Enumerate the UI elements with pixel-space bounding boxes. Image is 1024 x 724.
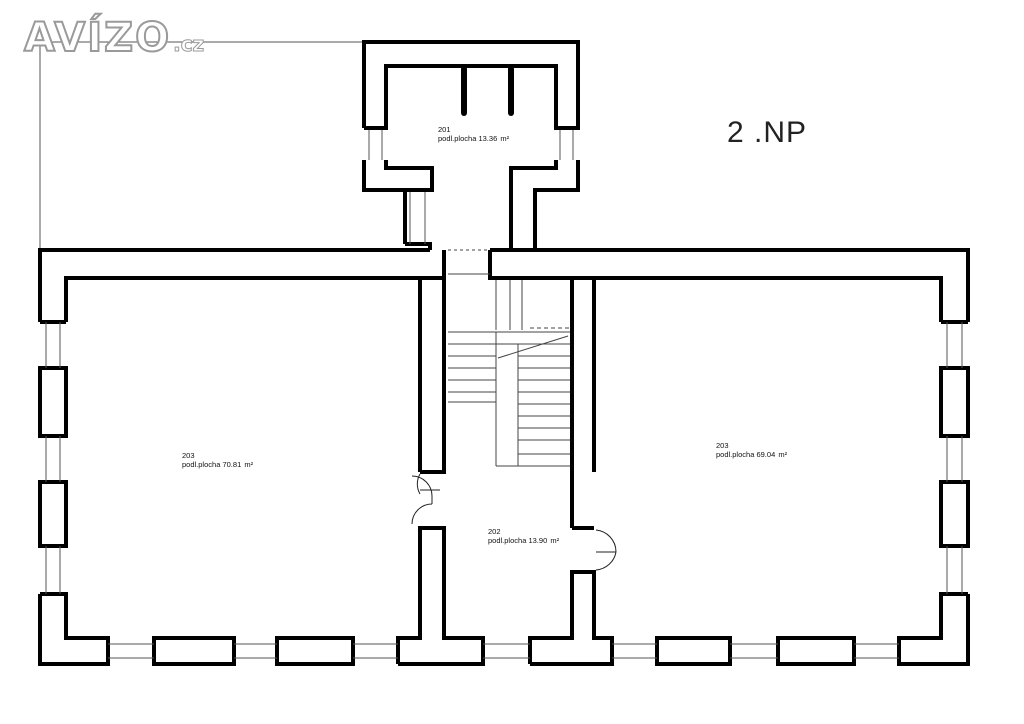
reference-outline xyxy=(39,41,362,250)
annex-fixtures xyxy=(461,66,514,116)
staircase xyxy=(448,249,570,467)
room-area-line: podl.plocha 13.90 m² xyxy=(488,536,559,545)
room-number: 201 xyxy=(438,125,451,134)
room-number: 203 xyxy=(182,451,195,460)
room-label-201: 201 podl.plocha 13.36 m² xyxy=(438,125,509,143)
doors xyxy=(411,473,617,571)
area-label: podl.plocha xyxy=(182,460,221,469)
room-number: 203 xyxy=(716,441,729,450)
area-unit: m² xyxy=(244,460,254,469)
room-number: 202 xyxy=(488,527,501,536)
area-label: podl.plocha xyxy=(716,450,755,459)
room-label-202: 202 podl.plocha 13.90 m² xyxy=(488,527,559,545)
area-unit: m² xyxy=(500,134,510,143)
avizo-logo: AVÍZO.cz xyxy=(23,15,205,61)
area-unit: m² xyxy=(778,450,788,459)
room-label-203-right: 203 podl.plocha 69.04 m² xyxy=(716,441,787,459)
area-label: podl.plocha xyxy=(438,134,477,143)
window-glazing xyxy=(45,128,963,659)
room-area: 13.90 xyxy=(528,536,548,545)
room-area-line: podl.plocha 13.36 m² xyxy=(438,134,509,143)
room-area-line: podl.plocha 69.04 m² xyxy=(716,450,787,459)
area-unit: m² xyxy=(550,536,560,545)
room-area: 70.81 xyxy=(222,460,242,469)
logo-text: AVÍZO xyxy=(23,15,172,61)
room-area: 69.04 xyxy=(756,450,776,459)
room-label-203-left: 203 podl.plocha 70.81 m² xyxy=(182,451,253,469)
area-label: podl.plocha xyxy=(488,536,527,545)
annex-walls xyxy=(362,40,580,250)
room-area-line: podl.plocha 70.81 m² xyxy=(182,460,253,469)
room-area: 13.36 xyxy=(478,134,498,143)
logo-suffix: .cz xyxy=(173,32,205,56)
exterior-walls xyxy=(38,242,970,666)
floor-label: 2 .NP xyxy=(727,116,808,149)
